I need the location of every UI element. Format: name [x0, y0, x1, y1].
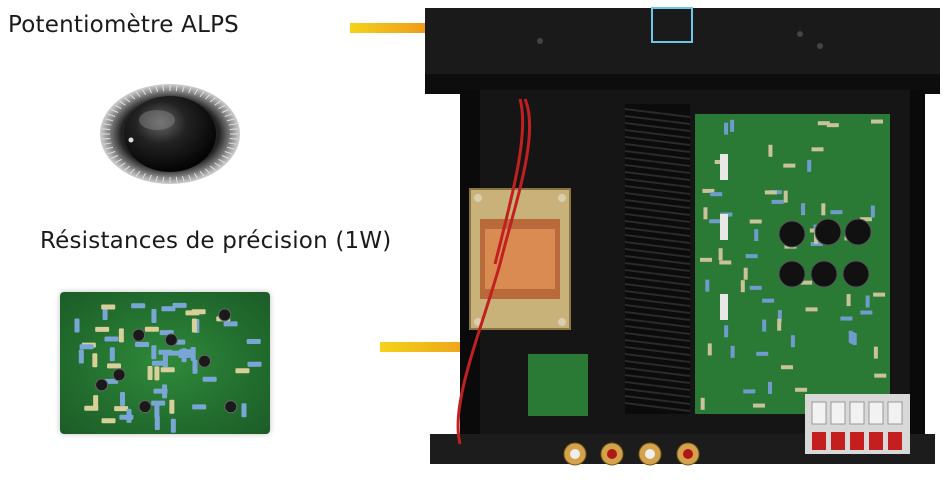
potentiometer-highlight-box [651, 7, 693, 43]
rotary-knob-icon [100, 84, 240, 184]
potentiometer-label: Potentiomètre ALPS [8, 12, 239, 38]
resistors-label: Résistances de précision (1W) [40, 228, 392, 254]
resistor-pcb-image [60, 292, 270, 434]
circuit-board-icon [74, 302, 262, 433]
amplifier-interior-image [425, 7, 940, 466]
